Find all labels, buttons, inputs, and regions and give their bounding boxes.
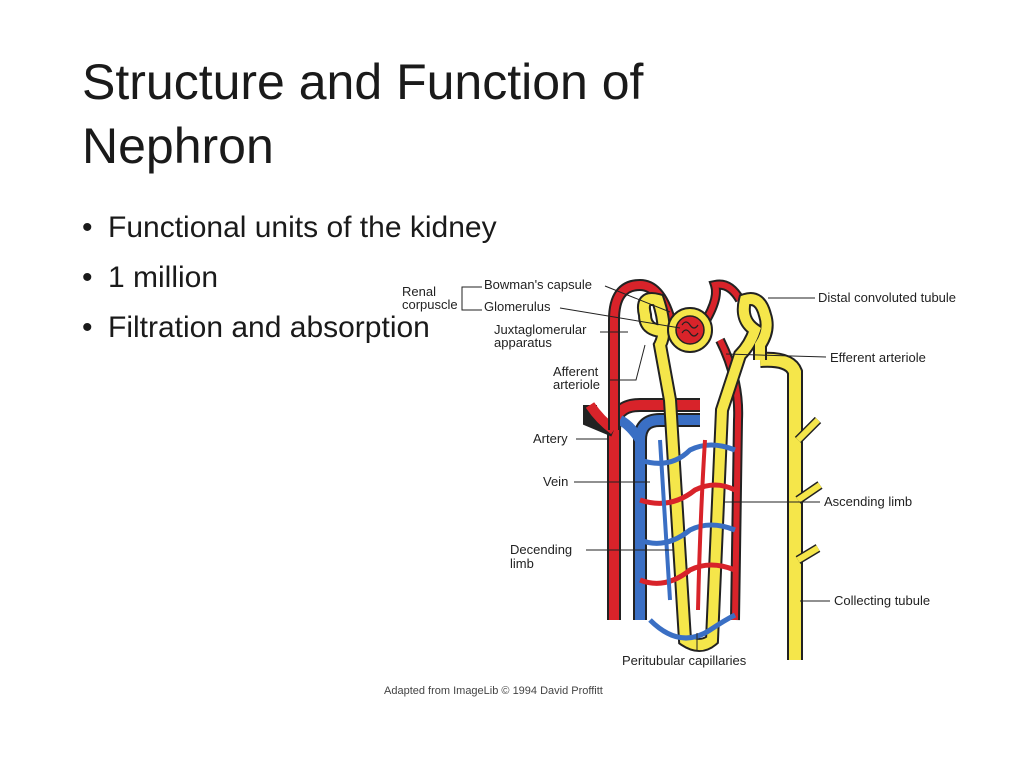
renal-corpuscle-shape (667, 307, 713, 353)
bullet-list: Functional units of the kidney 1 million… (82, 210, 502, 360)
slide-title: Structure and Function of Nephron (82, 54, 644, 174)
label-renal: Renal (402, 284, 436, 299)
label-juxtaglomerular: Juxtaglomerular (494, 322, 587, 337)
diagram-labels: Renal corpuscle Bowman's capsule Glomeru… (384, 277, 956, 697)
image-credit: Adapted from ImageLib © 1994 David Proff… (384, 685, 603, 697)
label-efferent-arteriole: Efferent arteriole (830, 350, 926, 365)
label-peritubular-capillaries: Peritubular capillaries (622, 653, 747, 668)
label-arteriole: arteriole (553, 377, 600, 392)
label-apparatus: apparatus (494, 335, 552, 350)
label-collecting-tubule: Collecting tubule (834, 593, 930, 608)
label-corpuscle: corpuscle (402, 297, 458, 312)
label-ascending-limb: Ascending limb (824, 494, 912, 509)
label-artery: Artery (533, 431, 568, 446)
label-vein: Vein (543, 474, 568, 489)
label-afferent: Afferent (553, 364, 599, 379)
bullet-one-million: 1 million (82, 260, 502, 296)
label-distal-convoluted-tubule: Distal convoluted tubule (818, 290, 956, 305)
label-decending: Decending (510, 542, 572, 557)
label-glomerulus: Glomerulus (484, 299, 551, 314)
label-bowmans-capsule: Bowman's capsule (484, 277, 592, 292)
bullet-functional-units: Functional units of the kidney (82, 210, 502, 246)
label-decending-limb: limb (510, 556, 534, 571)
bullet-filtration: Filtration and absorption (82, 310, 502, 346)
collecting-tubule-shape (759, 351, 823, 660)
peritubular-capillaries-shape (639, 439, 737, 641)
